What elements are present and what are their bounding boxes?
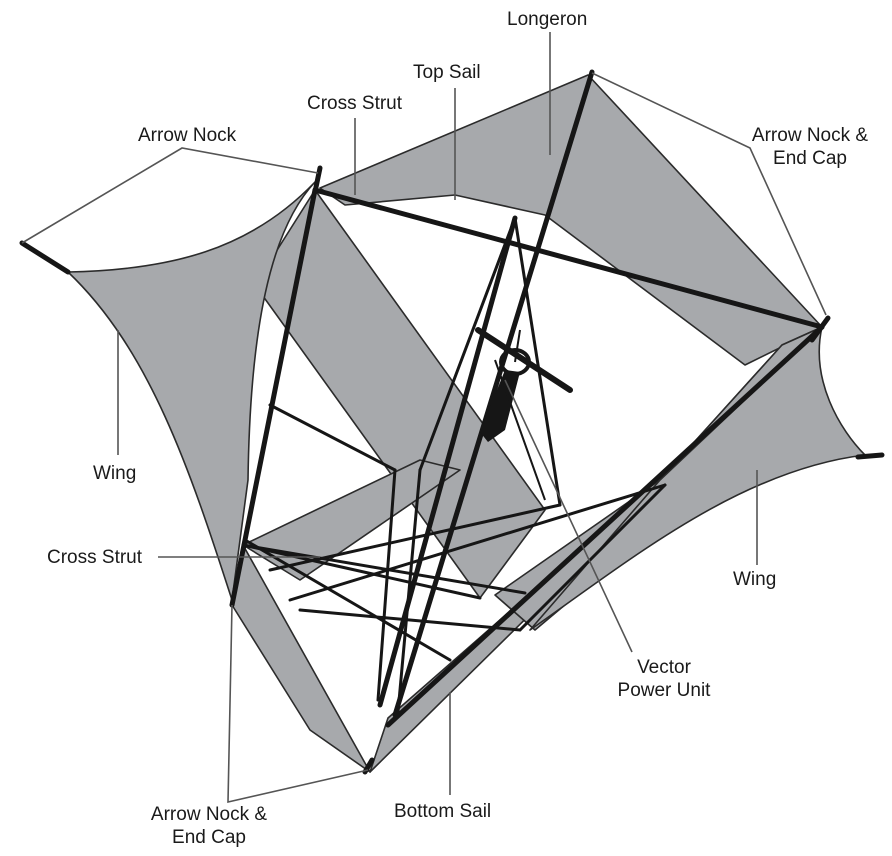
label-vector-power-unit-line2: Power Unit — [600, 679, 728, 702]
label-arrow-nock-end-cap-bottom: Arrow Nock & End Cap — [140, 803, 278, 849]
label-top-sail: Top Sail — [413, 61, 481, 84]
right-wing-spar — [858, 455, 882, 457]
label-longeron: Longeron — [507, 8, 587, 31]
label-wing-left: Wing — [93, 462, 136, 485]
right-wing — [530, 327, 865, 630]
label-cross-strut-left: Cross Strut — [47, 546, 142, 569]
label-vector-power-unit: Vector Power Unit — [600, 656, 728, 702]
label-cross-strut-top: Cross Strut — [307, 92, 402, 115]
label-arrow-nock-end-cap-right-line1: Arrow Nock & — [746, 124, 874, 147]
label-arrow-nock-end-cap-right-line2: End Cap — [746, 147, 874, 170]
cross-strut-lower-3 — [300, 610, 520, 630]
label-bottom-sail: Bottom Sail — [394, 800, 491, 823]
label-wing-right: Wing — [733, 568, 776, 591]
label-arrow-nock-end-cap-bottom-line1: Arrow Nock & — [140, 803, 278, 826]
label-arrow-nock: Arrow Nock — [138, 124, 236, 147]
label-arrow-nock-end-cap-bottom-line2: End Cap — [140, 826, 278, 849]
label-vector-power-unit-line1: Vector — [600, 656, 728, 679]
left-wing-spar — [22, 243, 68, 272]
label-arrow-nock-end-cap-right: Arrow Nock & End Cap — [746, 124, 874, 170]
